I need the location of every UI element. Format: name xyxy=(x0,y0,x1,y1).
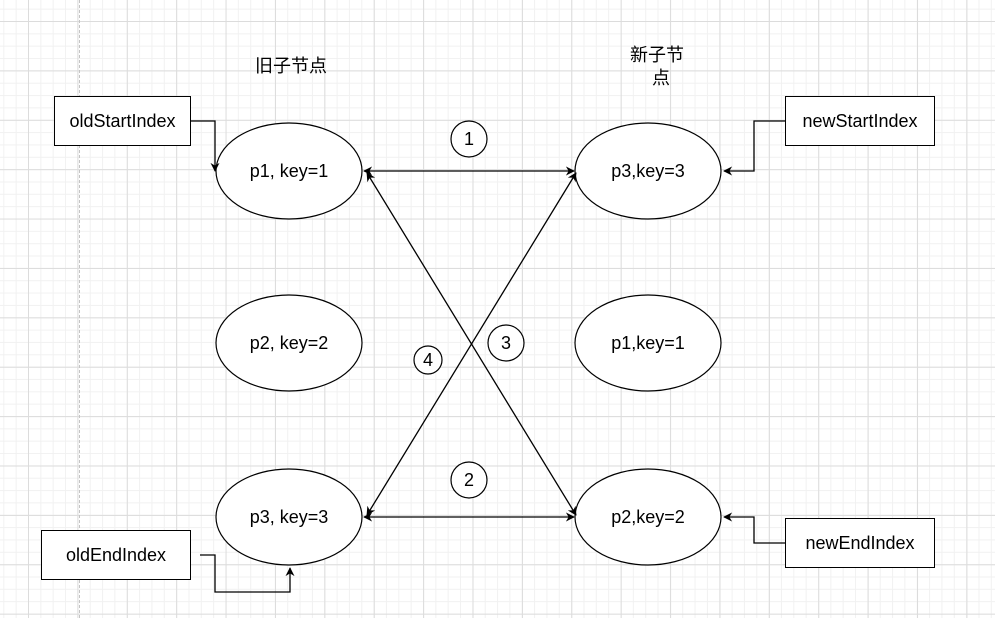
old-node-1-label: p1, key=1 xyxy=(249,160,329,181)
old-children-header: 旧子节点 xyxy=(255,56,327,76)
step-badge-2[interactable] xyxy=(450,461,488,499)
step-badge-2-label: 2 xyxy=(463,469,474,490)
new-node-3-label: p2,key=2 xyxy=(611,506,685,527)
new-node-1-shape[interactable] xyxy=(574,122,722,220)
new-node-2-label: p1,key=1 xyxy=(611,332,685,353)
step-badge-1-label: 1 xyxy=(463,128,474,149)
step-badge-3-label: 3 xyxy=(500,332,511,353)
old-node-2-label: p2, key=2 xyxy=(249,332,329,353)
new-node-1-label: p3,key=3 xyxy=(611,160,685,181)
edge-4[interactable] xyxy=(366,172,577,516)
old-node-2-shape[interactable] xyxy=(215,294,363,392)
page-break-line xyxy=(79,0,80,618)
step-badge-4[interactable] xyxy=(413,345,443,375)
old-start-index-box[interactable]: oldStartIndex xyxy=(54,96,191,146)
new-start-connector[interactable] xyxy=(723,120,785,176)
new-end-connector[interactable] xyxy=(723,512,785,544)
new-end-index-box[interactable]: newEndIndex xyxy=(785,518,935,568)
old-end-connector[interactable] xyxy=(200,554,295,593)
step-badge-4-label: 4 xyxy=(422,349,433,370)
new-children-header-line2: 点 xyxy=(652,68,670,88)
new-node-3-shape[interactable] xyxy=(574,468,722,566)
step-badge-3[interactable] xyxy=(487,324,525,362)
old-node-3-shape[interactable] xyxy=(215,468,363,566)
new-start-index-box[interactable]: newStartIndex xyxy=(785,96,935,146)
old-end-index-box[interactable]: oldEndIndex xyxy=(41,530,191,580)
old-node-3-label: p3, key=3 xyxy=(249,506,329,527)
step-badge-1[interactable] xyxy=(450,120,488,158)
old-start-connector[interactable] xyxy=(190,120,220,172)
new-children-header-line1: 新子节 xyxy=(630,45,684,65)
